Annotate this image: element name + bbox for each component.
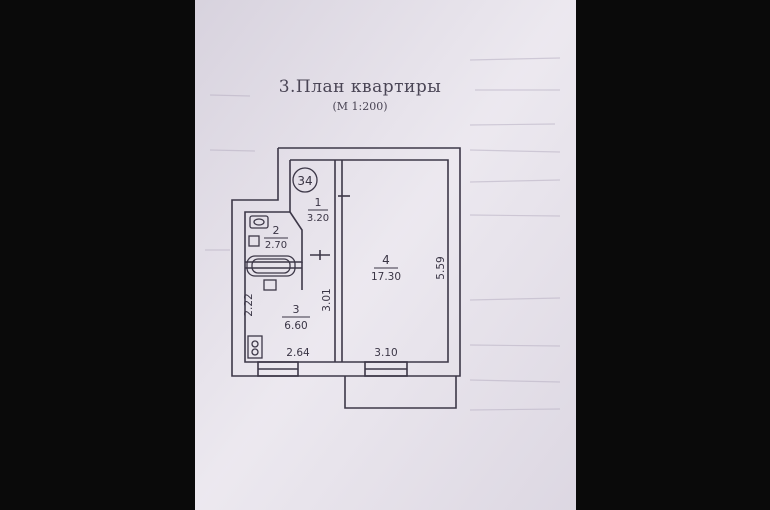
bathtub-icon	[246, 255, 296, 277]
washbasin-icon	[263, 279, 277, 291]
plan-title: 3.План квартиры	[279, 77, 442, 97]
plan-scale: (М 1:200)	[332, 100, 387, 113]
dim-room3-length: 2.22	[243, 293, 255, 316]
room-4-area: 17.30	[371, 271, 401, 283]
room-3-area: 6.60	[284, 320, 307, 332]
apartment-number-circle	[292, 167, 318, 193]
dim-room4-length: 5.59	[435, 256, 447, 279]
toilet-icon	[249, 215, 269, 229]
dim-room3-width: 2.64	[286, 347, 310, 359]
room-3-number: 3	[293, 303, 300, 316]
room-2-area: 2.70	[265, 240, 287, 251]
dimensions: 5.59 3.10 2.64 2.22 3.01	[243, 256, 447, 359]
room-1-number: 1	[315, 196, 322, 209]
dim-partition-length: 3.01	[321, 288, 333, 311]
sink-icon	[248, 235, 260, 247]
room-2-number: 2	[273, 224, 280, 237]
bleed-through-text	[205, 57, 561, 411]
fixtures	[246, 215, 296, 359]
room-4-number: 4	[382, 253, 390, 267]
apartment-number: 34	[297, 174, 312, 188]
stove-icon	[247, 335, 263, 359]
dim-room4-width: 3.10	[374, 347, 397, 359]
walls	[231, 147, 461, 409]
room-1-area: 3.20	[307, 213, 329, 224]
room-labels: 1 3.20 2 2.70 3 6.60 4 17.30	[264, 196, 401, 332]
